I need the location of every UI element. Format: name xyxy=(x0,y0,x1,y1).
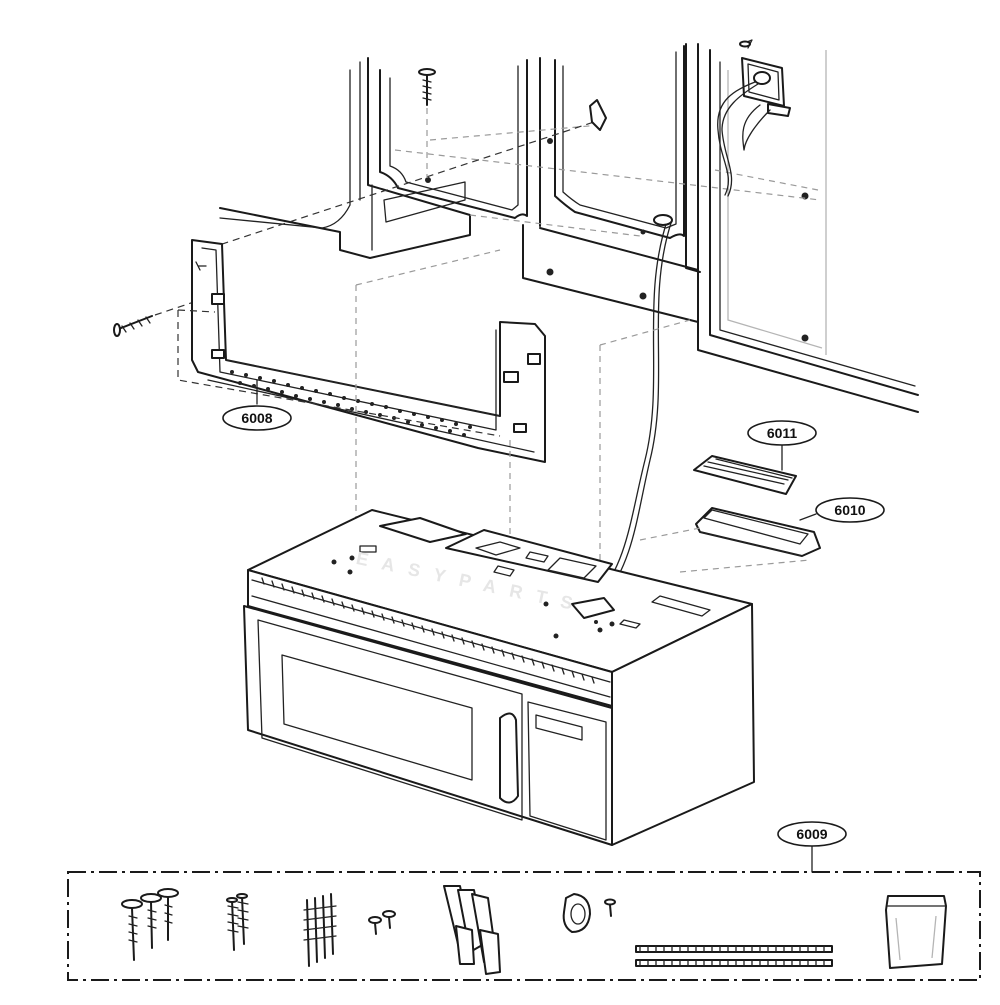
callout-6008-label: 6008 xyxy=(241,410,272,426)
callout-6011: 6011 xyxy=(747,420,817,471)
toggle-bolts xyxy=(121,888,179,961)
wall-cabinets xyxy=(209,43,919,413)
wall-outlet xyxy=(739,39,785,107)
parts-bag xyxy=(885,895,947,969)
callout-6010: 6010 xyxy=(799,497,885,523)
cord-clamp xyxy=(562,893,616,933)
wall-screw xyxy=(113,299,201,337)
callout-6009-badge xyxy=(777,821,847,847)
long-bolts xyxy=(303,893,337,967)
microwave-oven: EASYPARTS xyxy=(243,509,755,846)
callout-6009: 6009 xyxy=(777,821,847,873)
vent-grille xyxy=(261,577,595,684)
small-screws xyxy=(368,910,396,935)
top-screw xyxy=(418,68,436,178)
bracket-holes xyxy=(230,370,472,437)
callout-6011-label: 6011 xyxy=(767,425,798,441)
power-cord xyxy=(595,81,791,603)
wood-screws xyxy=(226,893,249,951)
mounting-bracket xyxy=(177,239,691,560)
hardware-kit-box xyxy=(67,871,981,981)
threaded-strips xyxy=(635,945,833,967)
callout-6011-badge xyxy=(747,420,817,446)
callout-6010-label: 6010 xyxy=(834,502,865,518)
filter-holder xyxy=(639,507,821,573)
wing-anchor xyxy=(589,99,607,131)
callout-6010-badge xyxy=(815,497,885,523)
wing-toggles xyxy=(443,885,501,975)
charcoal-filter xyxy=(693,455,797,495)
callout-6009-label: 6009 xyxy=(796,826,827,842)
callout-6008-badge xyxy=(222,405,292,431)
callout-6008: 6008 xyxy=(222,379,292,431)
